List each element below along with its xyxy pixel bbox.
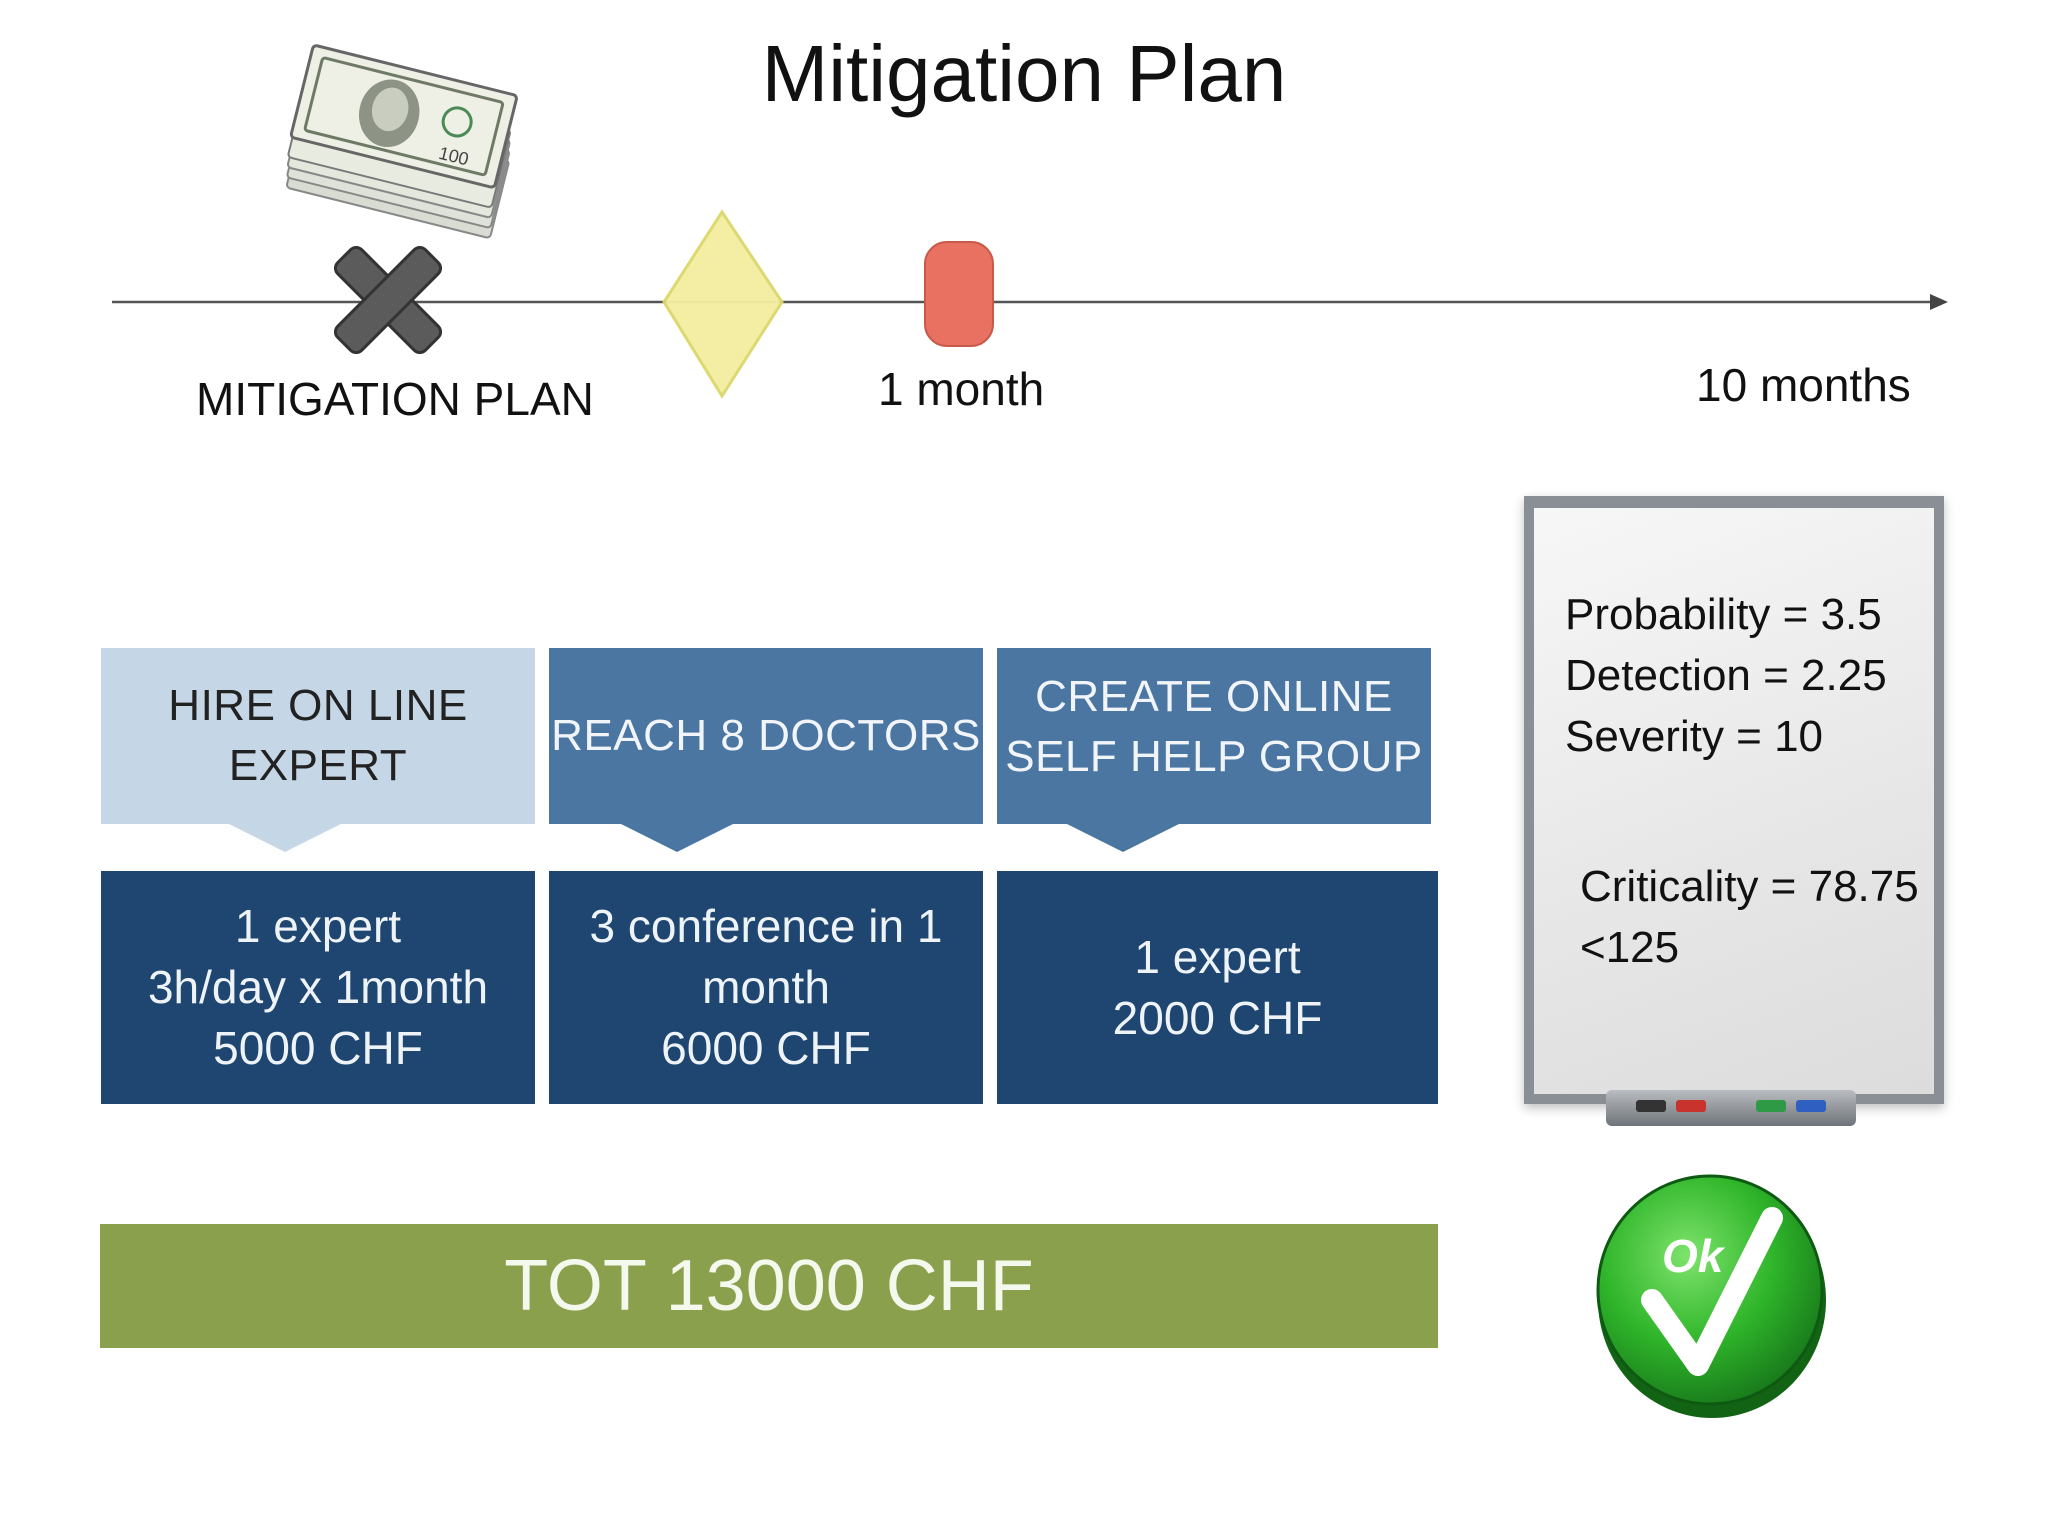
action-header-line: EXPERT <box>228 741 408 790</box>
action-details-self-help-group: 1 expert 2000 CHF <box>997 871 1438 1104</box>
severity-value: Severity = 10 <box>1565 712 1824 761</box>
whiteboard <box>1524 496 1944 1104</box>
green-marker-icon <box>1756 1100 1786 1112</box>
blue-marker-icon <box>1796 1100 1826 1112</box>
page-title: Mitigation Plan <box>761 29 1287 118</box>
action-detail-line: 1 expert <box>1134 930 1301 983</box>
red-marker-icon <box>1676 1100 1706 1112</box>
timeline-label-start: MITIGATION PLAN <box>196 373 594 425</box>
ok-check-icon: Ok <box>1596 1174 1826 1418</box>
action-header-line: REACH 8 DOCTORS <box>551 711 981 760</box>
action-details-reach-doctors: 3 conference in 1 month 6000 CHF <box>549 871 983 1104</box>
action-header-hire-expert: HIRE ON LINE EXPERT <box>101 648 535 852</box>
detection-value: Detection = 2.25 <box>1565 651 1887 700</box>
criticality-value: Criticality = 78.75 <box>1580 862 1919 911</box>
action-detail-line: 2000 CHF <box>1112 991 1323 1044</box>
x-mark-icon <box>333 245 443 355</box>
whiteboard-marker-tray <box>1606 1090 1856 1126</box>
action-header-line: HIRE ON LINE <box>168 681 468 730</box>
diamond-milestone-icon <box>662 209 784 399</box>
action-detail-line: 1 expert <box>234 900 402 952</box>
timeline-arrowhead <box>1930 294 1948 310</box>
timeline-label-10-months: 10 months <box>1696 359 1911 411</box>
action-header-line: CREATE ONLINE <box>1035 672 1393 721</box>
money-stack-icon: 100 <box>286 44 518 239</box>
red-milestone-icon <box>924 241 994 347</box>
action-details-hire-expert: 1 expert 3h/day x 1month 5000 CHF <box>101 871 535 1104</box>
header-pointer <box>1067 824 1179 852</box>
action-detail-line: 3 conference in 1 <box>589 900 943 952</box>
action-header-self-help-group: CREATE ONLINE SELF HELP GROUP <box>997 648 1431 852</box>
header-pointer <box>621 824 733 852</box>
header-pointer <box>229 824 341 852</box>
action-detail-line: 3h/day x 1month <box>147 961 489 1013</box>
timeline <box>112 209 1948 399</box>
action-detail-line: 5000 CHF <box>213 1022 423 1074</box>
ok-badge-text: Ok <box>1662 1230 1726 1282</box>
timeline-label-1-month: 1 month <box>878 363 1045 415</box>
black-marker-icon <box>1636 1100 1666 1112</box>
action-header-line: SELF HELP GROUP <box>1005 732 1423 781</box>
action-detail-line: month <box>702 961 830 1013</box>
action-header-reach-doctors: REACH 8 DOCTORS <box>549 648 983 852</box>
action-detail-line: 6000 CHF <box>661 1022 871 1074</box>
total-cost-text: TOT 13000 CHF <box>504 1246 1034 1326</box>
criticality-threshold: <125 <box>1580 923 1680 972</box>
probability-value: Probability = 3.5 <box>1565 590 1882 639</box>
total-cost-bar: TOT 13000 CHF <box>100 1224 1438 1348</box>
